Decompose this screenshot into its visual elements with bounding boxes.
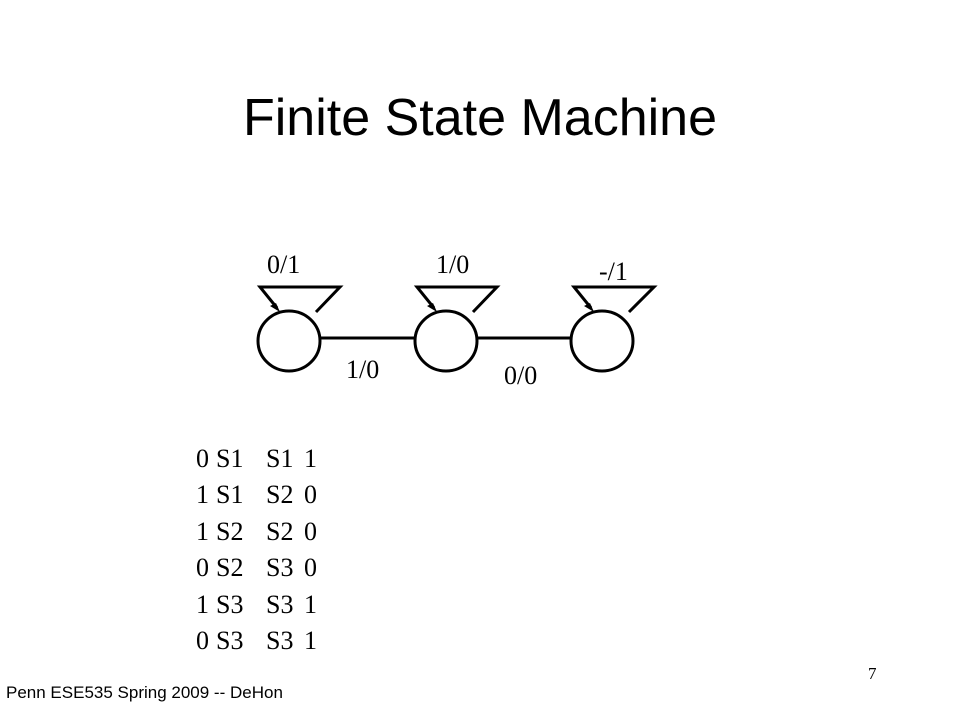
page-number: 7 [868,664,877,683]
state-s2 [413,309,479,373]
cell-output: 0 [304,480,317,510]
cell-next-state: S2 [266,480,294,510]
cell-current-state: S1 [216,480,244,510]
label-s2-self: 1/0 [436,250,469,279]
cell-next-state: S1 [266,444,294,473]
cell-input: 1 [196,589,209,619]
self-loop-s3 [570,285,658,314]
self-loop-s1 [256,285,344,314]
cell-output: 1 [304,589,317,619]
label-s1-self: 0/1 [267,250,300,279]
label-s2-to-s3: 0/0 [504,361,537,390]
cell-current-state: S3 [216,626,244,656]
cell-input: 1 [196,516,209,546]
label-s1-to-s2: 1/0 [346,355,379,384]
label-s3-self: -/1 [599,257,628,286]
self-loop-s2 [413,285,501,314]
slide-title: Finite State Machine [242,89,718,147]
cell-input: 0 [196,626,209,656]
cell-output: 1 [304,626,317,656]
cell-current-state: S2 [216,516,244,546]
cell-next-state: S3 [266,626,294,656]
state-s3 [569,309,635,373]
cell-input: 1 [196,480,209,510]
cell-current-state: S3 [216,589,244,619]
cell-next-state: S3 [266,589,294,619]
cell-input: 0 [196,444,209,473]
cell-current-state: S2 [216,553,244,583]
cell-input: 0 [196,553,209,583]
cell-output: 0 [304,516,317,546]
cell-next-state: S2 [266,516,294,546]
state-s1 [256,309,322,373]
cell-output: 0 [304,553,317,583]
footer-text: Penn ESE535 Spring 2009 -- DeHon [6,683,283,702]
cell-next-state: S3 [266,553,294,583]
cell-output: 1 [304,444,317,473]
cell-current-state: S1 [216,444,244,473]
